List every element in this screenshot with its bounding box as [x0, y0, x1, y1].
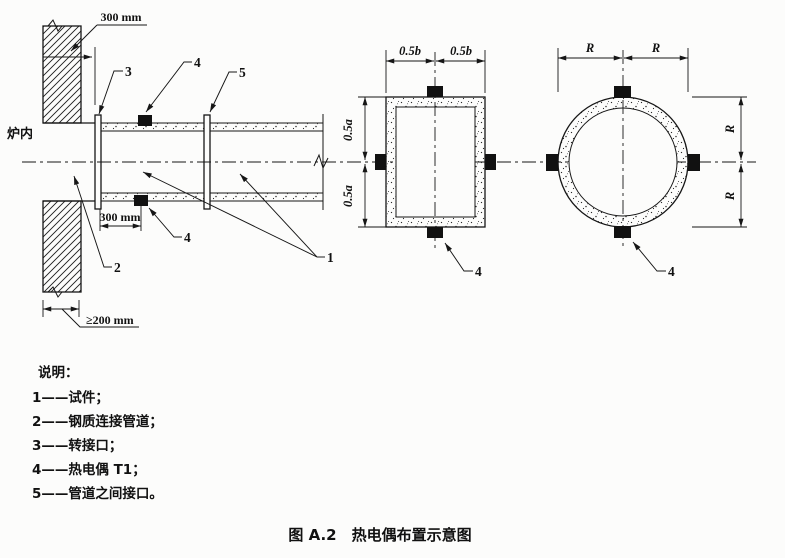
- thermocouple-marker: [427, 86, 443, 97]
- thermocouple-marker: [427, 227, 443, 238]
- thermocouple-marker: [688, 154, 700, 171]
- callout-pipe-joint: 5: [209, 65, 246, 113]
- legend-title: 说明：: [38, 364, 79, 381]
- furnace-wall-lower: [42, 200, 82, 293]
- callout-specimen: 1: [142, 171, 334, 265]
- dimension-text: 0.5b: [399, 44, 421, 58]
- specimen-duct-top-wall: [100, 122, 324, 132]
- dimension-text: 0.5a: [341, 119, 355, 141]
- thermocouple-marker: [614, 226, 631, 238]
- callout-label: 5: [239, 65, 246, 80]
- callout-thermocouple-top: 4: [145, 55, 201, 113]
- legend-item: 5——管道之间接口。: [32, 485, 163, 502]
- legend-item: 3——转接口；: [32, 437, 122, 454]
- legend-item: 1——试件；: [32, 389, 109, 406]
- dimension-radius-horizontal: R R: [557, 41, 689, 92]
- wall-break-mark-top: [47, 19, 63, 32]
- rect-duct-inner-wall: [395, 106, 476, 218]
- thermocouple-marker: [375, 154, 386, 170]
- callout-label: 4: [475, 264, 482, 279]
- dimension-text: ≥200 mm: [86, 313, 134, 327]
- legend-item: 4——热电偶 T1；: [32, 461, 146, 478]
- centerline-break-mark: [313, 153, 329, 170]
- dimension-text: 300 mm: [100, 210, 141, 224]
- thermocouple-marker: [614, 86, 631, 98]
- callout-label: 4: [184, 230, 191, 245]
- dimension-half-height: 0.5a 0.5a: [341, 96, 386, 228]
- thermocouple-marker: [138, 115, 152, 126]
- wall-break-mark-bottom: [47, 286, 63, 298]
- dimension-text: R: [723, 125, 737, 134]
- callout-label: 1: [327, 250, 334, 265]
- callout-label: 4: [194, 55, 201, 70]
- thermocouple-marker: [485, 154, 496, 170]
- furnace-wall-upper: [42, 25, 82, 124]
- callout-adapter: 3: [98, 64, 132, 115]
- callout-label: 3: [125, 64, 132, 79]
- dimension-radius-vertical: R R: [692, 96, 747, 228]
- legend: 说明： 1——试件； 2——钢质连接管道； 3——转接口； 4——热电偶 T1；…: [32, 364, 163, 502]
- callout-thermocouple-circle: 4: [632, 241, 675, 279]
- callout-label: 4: [668, 264, 675, 279]
- dimension-offset-bottom: 300 mm: [100, 206, 142, 231]
- callout-thermocouple-bottom: 4: [148, 207, 191, 245]
- dimension-text: R: [651, 41, 660, 55]
- callout-steel-pipe: 2: [73, 175, 121, 275]
- dimension-text: 0.5b: [450, 44, 472, 58]
- callout-thermocouple-rect: 4: [444, 242, 482, 279]
- dimension-text: 300 mm: [101, 10, 142, 24]
- circular-section-view: R R R R 4: [546, 41, 747, 279]
- rectangular-section-view: 0.5b 0.5b 0.5a 0.5a 4: [341, 44, 496, 279]
- steel-connecting-pipe: [43, 122, 95, 202]
- dimension-text: 0.5a: [341, 185, 355, 207]
- duct-elevation-view: 炉内 300 mm 3 4 5 2: [7, 10, 756, 328]
- dimension-wall-thickness: ≥200 mm: [42, 300, 139, 328]
- dimension-half-width: 0.5b 0.5b: [385, 44, 486, 93]
- thermocouple-marker: [546, 154, 558, 171]
- thermocouple-marker: [134, 195, 148, 206]
- dimension-offset-top: 300 mm: [43, 10, 147, 105]
- furnace-side-label: 炉内: [7, 126, 33, 142]
- dimension-text: R: [723, 192, 737, 201]
- callout-label: 2: [114, 260, 121, 275]
- dimension-text: R: [585, 41, 594, 55]
- legend-item: 2——钢质连接管道；: [32, 413, 163, 430]
- figure-caption: 图 A.2 热电偶布置示意图: [288, 526, 471, 544]
